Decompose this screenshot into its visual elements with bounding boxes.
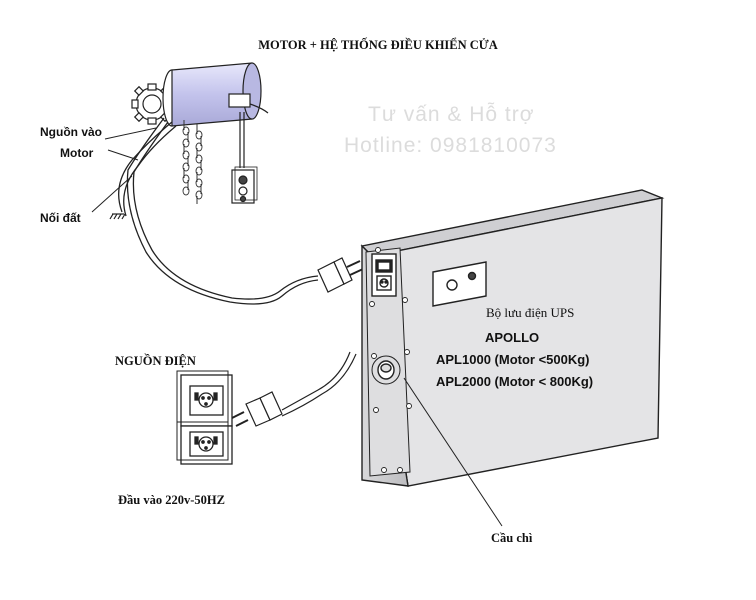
motor-plug: [317, 257, 364, 293]
watermark-line2: Hotline: 0981810073: [344, 134, 557, 157]
motor-cable: [118, 117, 319, 305]
wall-plug: [231, 351, 357, 427]
label-fuse: Cầu chì: [491, 531, 533, 545]
wall-socket: [176, 370, 233, 465]
label-power-in: Nguồn vào: [40, 125, 102, 139]
fuse-leader: [403, 377, 503, 527]
ups-brand: APOLLO: [485, 330, 540, 345]
ups-model-apl1000: APL1000 (Motor <500Kg): [436, 352, 590, 367]
label-input-voltage: Đầu vào 220v-50HZ: [118, 493, 225, 507]
watermark-line1: Tư vấn & Hỗ trợ: [368, 103, 535, 126]
label-leaders: [91, 127, 157, 213]
label-power-source: NGUỒN ĐIỆN: [115, 354, 196, 368]
ups-model-apl2000: APL2000 (Motor < 800Kg): [436, 374, 594, 389]
ground-symbol: [109, 213, 126, 220]
ups-box: [360, 189, 665, 487]
ups-title: Bộ lưu điện UPS: [486, 305, 575, 320]
page-title: MOTOR + HỆ THỐNG ĐIỀU KHIỂN CỬA: [258, 38, 498, 52]
motor: [131, 62, 269, 204]
manual-switch: [231, 166, 258, 204]
label-ground: Nối đất: [40, 211, 81, 225]
label-motor: Motor: [60, 146, 94, 160]
